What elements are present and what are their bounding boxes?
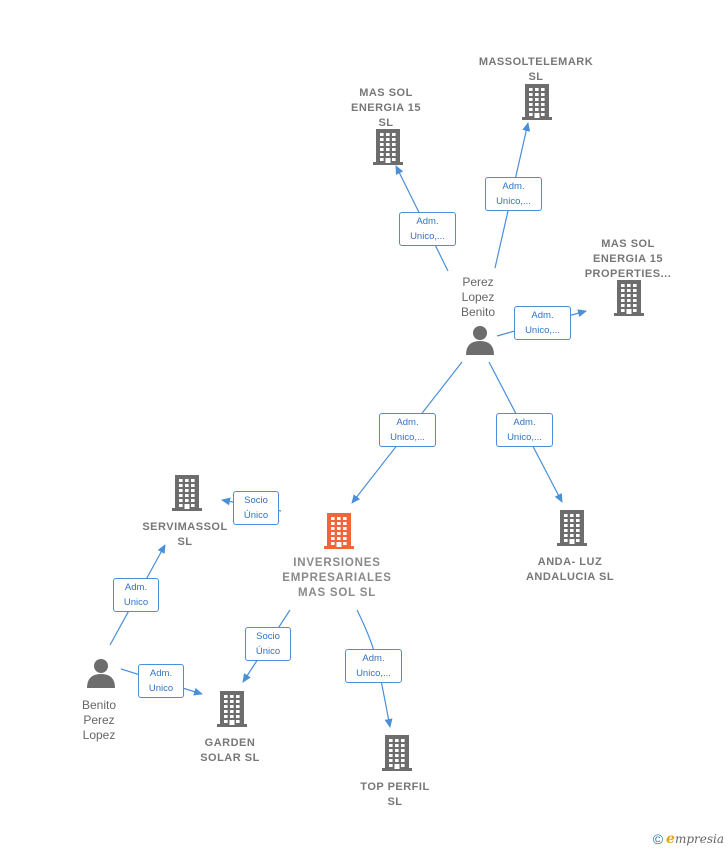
node-label[interactable]: INVERSIONES EMPRESARIALES MAS SOL SL bbox=[282, 557, 392, 599]
node-label[interactable]: TOP PERFIL SL bbox=[360, 781, 430, 808]
brand-logo: empresia bbox=[666, 831, 724, 847]
person-node[interactable] bbox=[465, 325, 495, 360]
company-node[interactable] bbox=[557, 510, 587, 551]
company-node[interactable] bbox=[382, 735, 412, 776]
person-icon bbox=[466, 326, 494, 355]
building-icon bbox=[557, 510, 587, 546]
node-label[interactable]: MAS SOL ENERGIA 15 SL bbox=[350, 87, 421, 129]
edge-label[interactable]: Adm. Unico,... bbox=[345, 649, 402, 683]
node-label[interactable]: Benito Perez Lopez bbox=[81, 698, 117, 742]
company-node[interactable] bbox=[217, 691, 247, 732]
node-label[interactable]: ANDA- LUZ ANDALUCIA SL bbox=[525, 556, 615, 583]
edge-label[interactable]: Socio Único bbox=[233, 491, 279, 525]
edge-label[interactable]: Socio Único bbox=[245, 627, 291, 661]
footer-brand: © empresia bbox=[653, 831, 724, 847]
building-icon bbox=[614, 280, 644, 316]
edge-label[interactable]: Adm. Unico,... bbox=[379, 413, 436, 447]
node-label[interactable]: SERVIMASSOL SL bbox=[142, 521, 228, 548]
edge-label[interactable]: Adm. Unico,... bbox=[485, 177, 542, 211]
building-icon bbox=[522, 84, 552, 120]
building-icon bbox=[382, 735, 412, 771]
building-icon bbox=[373, 129, 403, 165]
edge-label[interactable]: Adm. Unico,... bbox=[514, 306, 571, 340]
node-label[interactable]: MAS SOL ENERGIA 15 PROPERTIES... bbox=[584, 238, 672, 280]
company-node[interactable] bbox=[324, 513, 354, 554]
company-node[interactable] bbox=[373, 129, 403, 170]
copyright-icon: © bbox=[652, 831, 664, 847]
building-icon bbox=[172, 475, 202, 511]
building-icon bbox=[324, 513, 354, 549]
edge-label[interactable]: Adm. Unico bbox=[138, 664, 184, 698]
edge-label[interactable]: Adm. Unico bbox=[113, 578, 159, 612]
person-node[interactable] bbox=[86, 658, 116, 693]
node-label[interactable]: MASSOLTELEMARK SL bbox=[478, 56, 594, 83]
edge-label[interactable]: Adm. Unico,... bbox=[399, 212, 456, 246]
person-icon bbox=[87, 659, 115, 688]
edge-label[interactable]: Adm. Unico,... bbox=[496, 413, 553, 447]
node-label[interactable]: Perez Lopez Benito bbox=[460, 275, 496, 319]
building-icon bbox=[217, 691, 247, 727]
company-node[interactable] bbox=[172, 475, 202, 516]
company-node[interactable] bbox=[614, 280, 644, 321]
node-label[interactable]: GARDEN SOLAR SL bbox=[200, 737, 260, 764]
company-node[interactable] bbox=[522, 84, 552, 125]
